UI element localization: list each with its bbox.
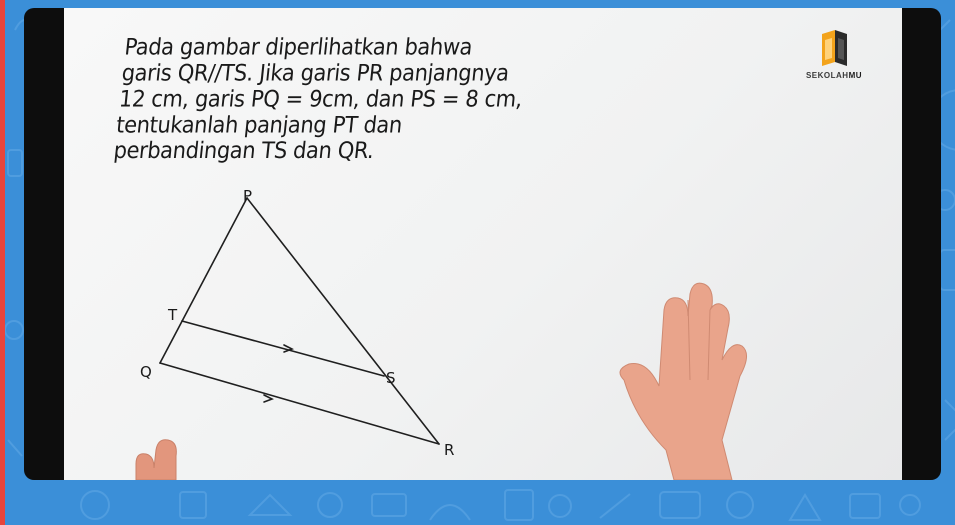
left-accent-bar — [0, 0, 5, 525]
logo-wordmark: SEKOLAHMU — [805, 71, 863, 80]
segment-ts — [181, 320, 385, 377]
segment-pr — [246, 197, 440, 445]
label-p: P — [243, 187, 252, 205]
video-frame[interactable]: Pada gambar diperlihatkan bahwa garis QR… — [64, 8, 902, 480]
parallel-mark-ts — [283, 344, 294, 353]
label-q: Q — [140, 363, 152, 381]
segment-pq — [159, 197, 248, 364]
video-player[interactable]: Pada gambar diperlihatkan bahwa garis QR… — [24, 8, 941, 480]
sekolahmu-logo: SEKOLAHMU — [789, 28, 879, 108]
label-t: T — [167, 306, 178, 324]
hand-right — [619, 282, 747, 480]
segment-qr — [159, 362, 440, 445]
parallel-mark-qr — [263, 394, 274, 403]
label-s: S — [386, 369, 396, 387]
label-r: R — [444, 441, 454, 459]
hand-left — [135, 439, 177, 480]
triangle-diagram: P T Q S R — [140, 187, 454, 459]
book-icon — [822, 30, 847, 66]
